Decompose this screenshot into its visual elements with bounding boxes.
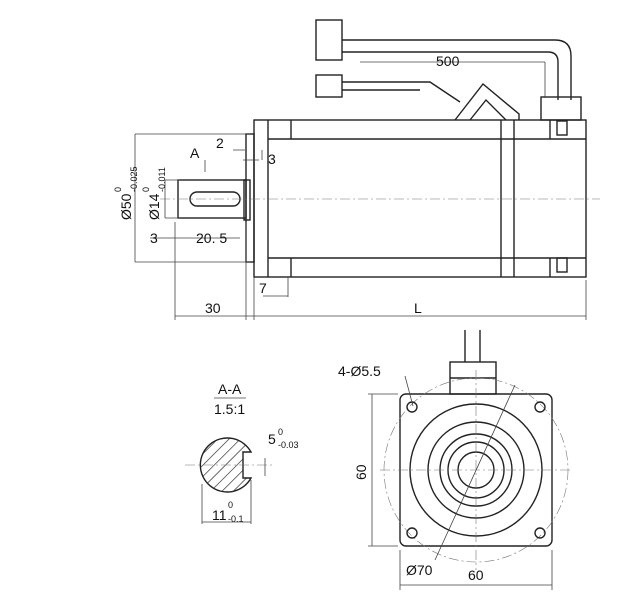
flange-tol-lower: -0.025	[129, 166, 139, 192]
flange-tol-upper: 0	[113, 187, 123, 192]
dim-7-label: 7	[259, 280, 267, 296]
key-length-label: 20. 5	[196, 230, 227, 246]
height-label: 60	[353, 464, 369, 480]
flat-tol-upper: 0	[228, 500, 233, 510]
motor-front-view	[368, 330, 572, 590]
section-mark-label: A	[190, 145, 200, 161]
dim-3-top-label: 3	[268, 151, 276, 167]
flange-diameter-dim: Ø50 0 -0.025	[113, 166, 139, 220]
holes-label: 4-Ø5.5	[338, 363, 381, 379]
cable-length-label: 500	[436, 53, 460, 69]
section-view: A-A 1.5:1 5 0 -0.03 11 0 -0.1	[185, 381, 299, 524]
flange-dia-label: Ø50	[118, 193, 134, 220]
motor-side-view	[134, 19, 600, 320]
key-width-label: 5	[268, 431, 276, 447]
body-length-label: L	[414, 300, 422, 316]
flat-tol-lower: -0.1	[228, 514, 244, 524]
width-label: 60	[468, 567, 484, 583]
section-title: A-A	[218, 381, 242, 397]
shaft-dia-label: Ø14	[146, 193, 162, 220]
shaft-length-label: 30	[205, 300, 221, 316]
key-tol-lower: -0.03	[278, 440, 299, 450]
shaft-tol-upper: 0	[141, 187, 151, 192]
pcd-label: Ø70	[406, 562, 433, 578]
key-tol-upper: 0	[278, 427, 283, 437]
shaft-tol-lower: -0.011	[157, 167, 167, 192]
section-scale: 1.5:1	[214, 401, 245, 417]
dim-2-label: 2	[216, 135, 224, 151]
dim-3-left-label: 3	[150, 230, 158, 246]
shaft-diameter-dim: Ø14 0 -0.011	[141, 167, 167, 220]
flat-dim-label: 11	[212, 507, 227, 523]
